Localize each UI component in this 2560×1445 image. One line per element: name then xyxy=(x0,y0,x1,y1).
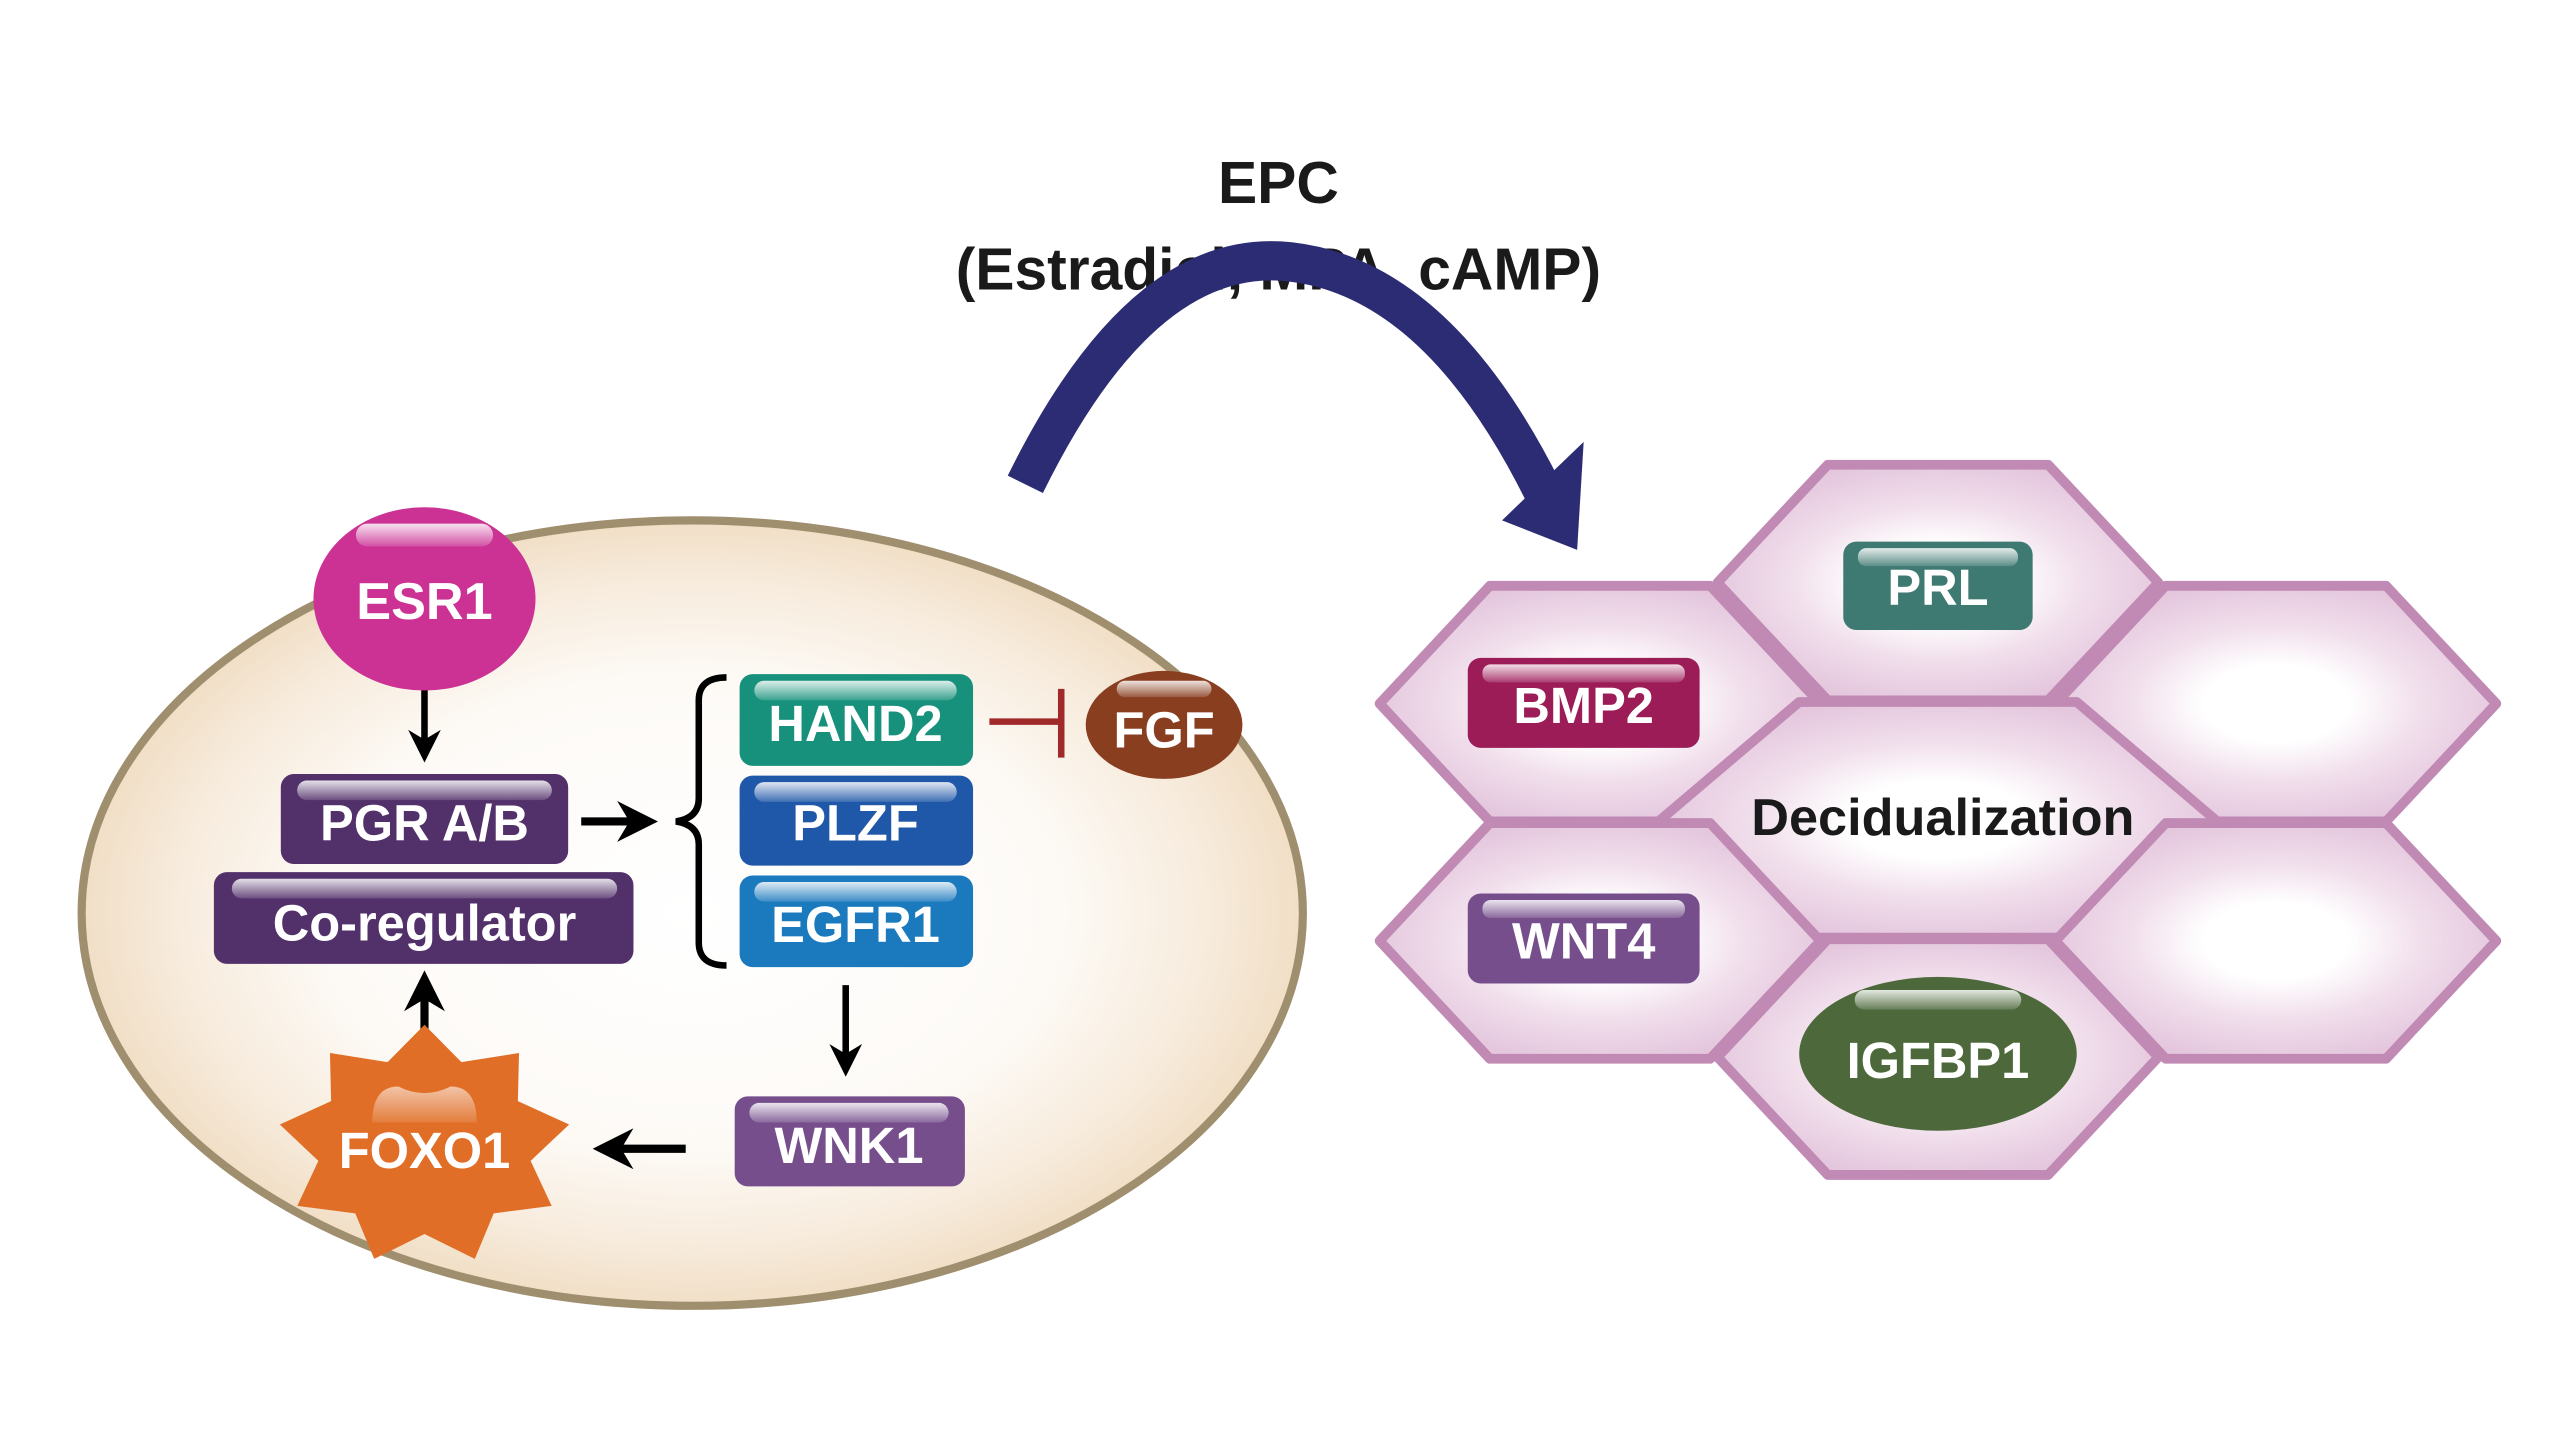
label-fgf: FGF xyxy=(1113,701,1214,758)
node-pgr: PGR A/B xyxy=(280,774,569,864)
label-foxo1: FOXO1 xyxy=(339,1122,511,1179)
node-coregulator: Co-regulator xyxy=(213,872,634,964)
label-egfr1: EGFR1 xyxy=(771,896,940,953)
node-esr1: ESR1 xyxy=(313,507,536,691)
node-plzf: PLZF xyxy=(739,775,974,866)
node-hand2: HAND2 xyxy=(739,674,974,766)
label-hand2: HAND2 xyxy=(768,695,942,752)
label-wnk1: WNK1 xyxy=(774,1117,923,1174)
target-group-brace xyxy=(675,674,727,969)
inhibition-hand2-fgf xyxy=(989,688,1065,758)
label-igfbp1: IGFBP1 xyxy=(1847,1032,2030,1089)
marker-prl: PRL xyxy=(1843,541,2033,630)
transition-arrow xyxy=(1007,241,1584,550)
node-egfr1: EGFR1 xyxy=(739,875,974,968)
decidual-markers: Decidualization PRL BMP2 WNT4 IGFBP1 xyxy=(1467,541,2134,1131)
label-pgr: PGR A/B xyxy=(320,795,529,852)
marker-wnt4: WNT4 xyxy=(1467,893,1700,984)
hex-lower-right xyxy=(2050,818,2502,1064)
label-esr1: ESR1 xyxy=(356,573,492,631)
stromal-cell: ESR1 PGR A/B Co-regulator HAND2 PLZF xyxy=(77,507,1307,1310)
label-bmp2: BMP2 xyxy=(1513,677,1654,734)
label-coregulator: Co-regulator xyxy=(273,894,577,951)
marker-igfbp1: IGFBP1 xyxy=(1799,976,2077,1131)
label-prl: PRL xyxy=(1887,559,1988,616)
label-decidualization: Decidualization xyxy=(1751,789,2134,847)
marker-bmp2: BMP2 xyxy=(1467,657,1700,748)
title-epc: EPC xyxy=(1218,151,1339,216)
node-fgf: FGF xyxy=(1085,670,1243,779)
label-wnt4: WNT4 xyxy=(1512,912,1655,969)
node-foxo1: FOXO1 xyxy=(279,1024,570,1259)
label-plzf: PLZF xyxy=(792,795,918,852)
node-wnk1: WNK1 xyxy=(734,1096,965,1187)
